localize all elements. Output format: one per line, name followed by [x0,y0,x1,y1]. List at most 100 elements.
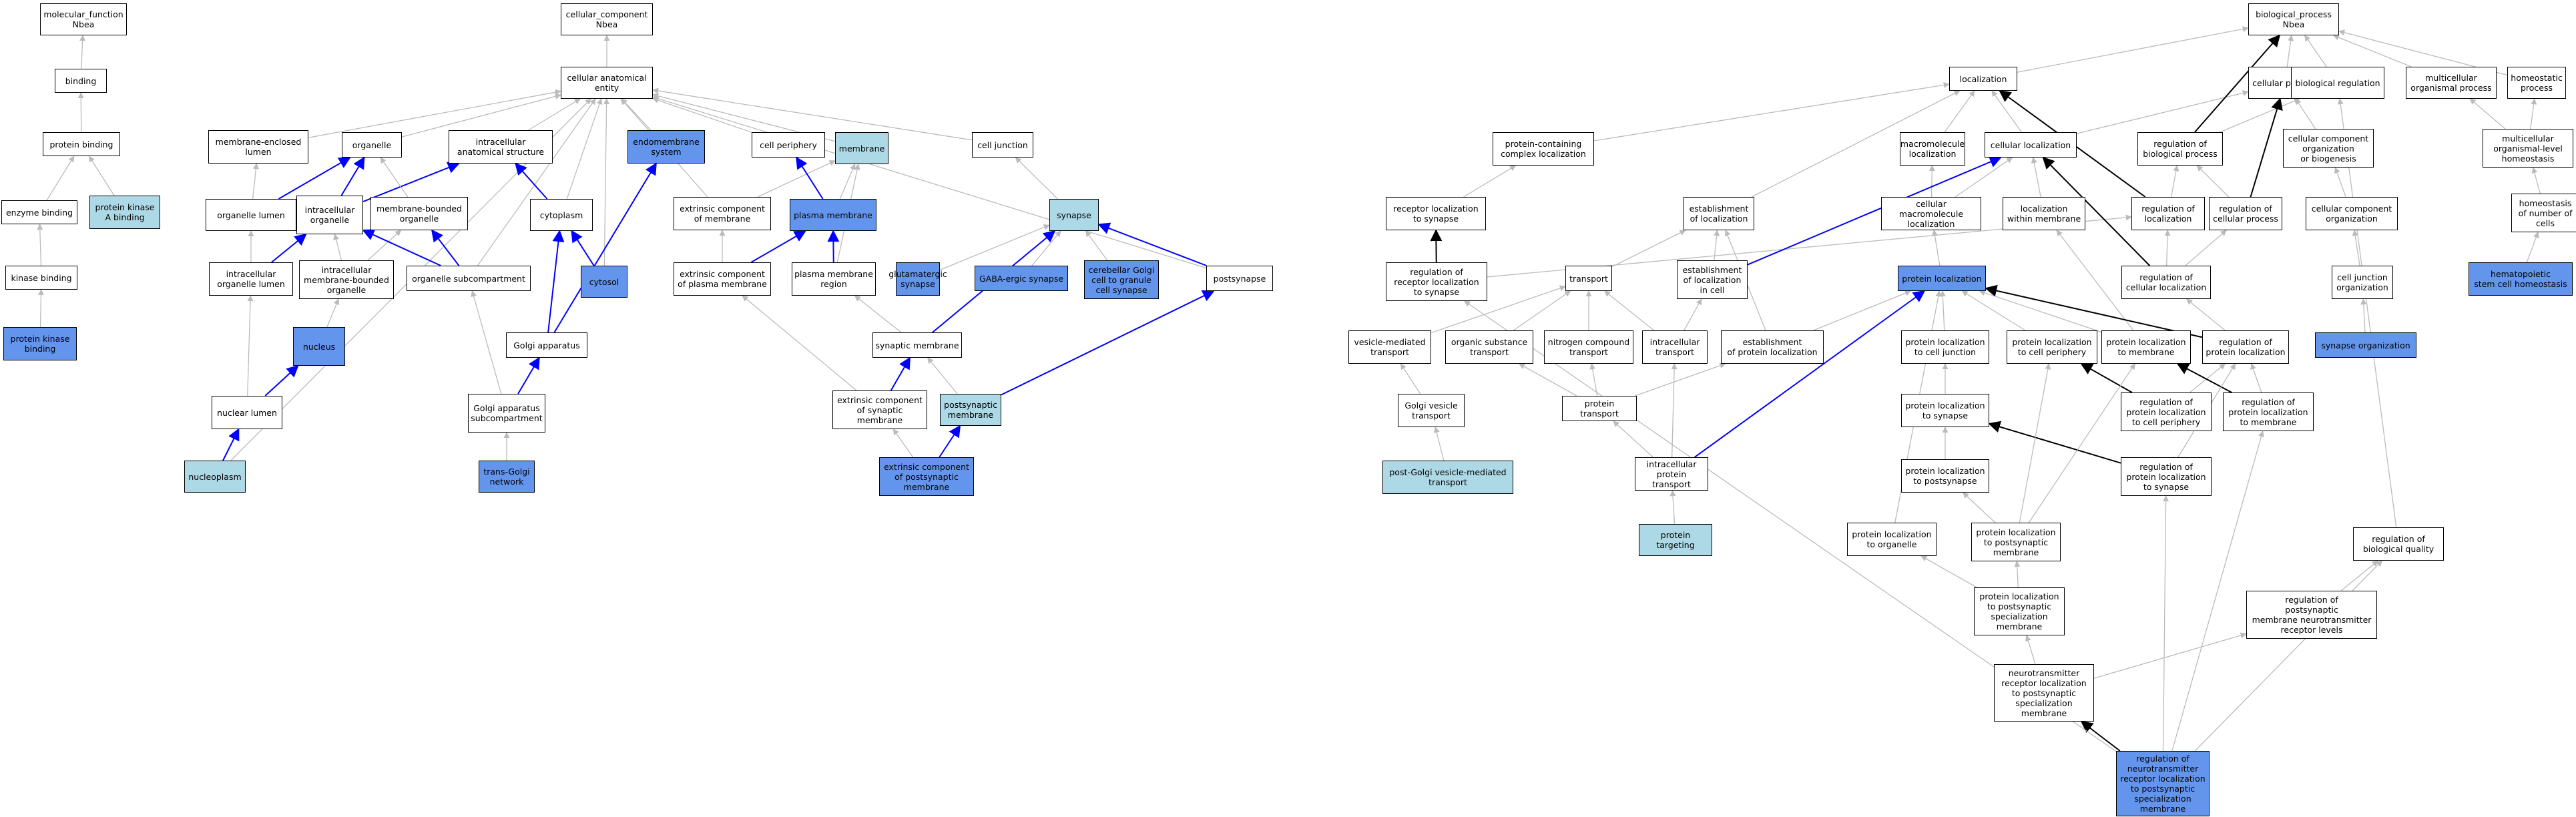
node-endomembrane[interactable]: endomembrane system [627,130,705,164]
node-extrinsic-synaptic[interactable]: extrinsic component of synaptic membrane [832,390,927,429]
node-intracellular-protein-transport[interactable]: intracellular protein transport [1635,457,1708,491]
node-golgi[interactable]: Golgi apparatus [506,332,587,358]
node-cellular-macromolecule-loc[interactable]: cellular macromolecule localization [1881,197,1981,230]
node-ploc-organelle[interactable]: protein localization to organelle [1847,523,1937,556]
node-reg-biological-quality[interactable]: regulation of biological quality [2353,527,2444,561]
node-organelle[interactable]: organelle [342,132,402,158]
node-glutamatergic[interactable]: glutamatergic synapse [888,262,947,296]
edge-reg_localization-to-reg_bio_process [2171,165,2179,198]
node-plasma-membrane[interactable]: plasma membrane [790,199,876,231]
node-pcc-localization[interactable]: protein-containing complex localization [1493,132,1594,166]
node-cell-junction[interactable]: cell junction [972,132,1033,158]
node-membrane[interactable]: membrane [835,132,888,164]
node-golgi-vesicle[interactable]: Golgi vesicle transport [1398,394,1465,427]
node-extrinsic-pm[interactable]: extrinsic component of plasma membrane [674,262,771,296]
node-establishment-localization[interactable]: establishment of localization [1684,197,1754,230]
node-cc[interactable]: cellular_component Nbea [561,3,653,35]
node-gaba[interactable]: GABA-ergic synapse [975,266,1068,291]
node-synapse[interactable]: synapse [1049,199,1099,231]
node-enzyme-binding[interactable]: enzyme binding [1,200,77,224]
node-reg-protein-loc[interactable]: regulation of protein localization [2202,330,2289,364]
node-nitrogen-transport[interactable]: nitrogen compound transport [1544,330,1633,364]
node-cell-periphery[interactable]: cell periphery [752,132,825,158]
node-multicellular-process[interactable]: multicellular organismal process [2406,67,2497,99]
node-imbo[interactable]: intracellular membrane-bounded organelle [299,260,394,299]
node-protein-binding[interactable]: protein binding [43,132,120,156]
node-cellular-localization[interactable]: cellular localization [1985,132,2077,158]
node-reg-ploc-synapse[interactable]: regulation of protein localization to sy… [2121,457,2212,496]
node-protein-localization[interactable]: protein localization [1898,266,1986,291]
node-ploc-membrane[interactable]: protein localization to membrane [2101,330,2191,364]
node-reg-ploc-cell-periphery[interactable]: regulation of protein localization to ce… [2121,392,2212,431]
node-establishment-loc-cell[interactable]: establishment of localization in cell [1677,260,1748,299]
node-vesicle-transport[interactable]: vesicle-mediated transport [1348,330,1431,364]
node-ploc-cell-junction[interactable]: protein localization to cell junction [1901,330,1989,364]
node-nt-receptor-loc[interactable]: neurotransmitter receptor localization t… [1994,664,2094,722]
node-homeostasis-cells[interactable]: homeostasis of number of cells [2511,194,2576,232]
node-cerebellar[interactable]: cerebellar Golgi cell to granule cell sy… [1084,260,1159,299]
node-ias[interactable]: intracellular anatomical structure [449,130,553,164]
node-macromolecule-localization[interactable]: macromolecule localization [1900,132,1965,166]
node-postsynaptic-membrane[interactable]: postsynaptic membrane [940,394,1001,426]
node-intracellular-organelle[interactable]: intracellular organelle [296,196,363,234]
node-membrane-enclosed-lumen[interactable]: membrane-enclosed lumen [208,130,308,164]
node-loc-within-membrane[interactable]: localization within membrane [2003,197,2085,230]
node-homeostatic[interactable]: homeostatic process [2507,67,2566,99]
node-intracellular-transport[interactable]: intracellular transport [1642,330,1708,364]
node-bp[interactable]: biological_process Nbea [2248,3,2339,35]
node-hematopoietic[interactable]: hematopoietic stem cell homeostasis [2469,262,2573,296]
node-ploc-synapse[interactable]: protein localization to synapse [1901,394,1989,427]
node-multicellular-homeostasis[interactable]: multicellular organismal-level homeostas… [2483,129,2573,168]
edge-vesicle_transport-to-transport [1431,285,1566,334]
node-pk-binding[interactable]: protein kinase binding [3,327,77,360]
node-ploc-postsynaptic-membrane[interactable]: protein localization to postsynaptic mem… [1971,523,2061,561]
node-cell-junction-org[interactable]: cell junction organization [2332,266,2393,299]
node-ploc-postsynaptic-spec-membrane[interactable]: protein localization to postsynaptic spe… [1974,587,2065,635]
node-organelle-subcompartment[interactable]: organelle subcompartment [407,266,531,291]
node-cytoplasm[interactable]: cytoplasm [530,199,593,231]
node-synapse-organization[interactable]: synapse organization [2315,332,2416,358]
node-establishment-protein-loc[interactable]: establishment of protein localization [1721,330,1824,364]
node-organic-substance-transport[interactable]: organic substance transport [1445,330,1533,364]
edge-protein_transport-to-establishment_protein_loc [1635,362,1726,396]
node-golgi-sub[interactable]: Golgi apparatus subcompartment [468,394,545,433]
node-reg-postsynaptic-receptor-levels[interactable]: regulation of postsynaptic membrane neur… [2246,591,2377,639]
node-nucleoplasm[interactable]: nucleoplasm [184,461,246,493]
node-protein-transport[interactable]: protein transport [1562,396,1637,421]
node-cytosol[interactable]: cytosol [581,266,627,298]
node-organelle-lumen[interactable]: organelle lumen [206,199,296,231]
node-cae[interactable]: cellular anatomical entity [561,67,653,99]
node-postsynapse[interactable]: postsynapse [1206,266,1273,291]
node-receptor-loc-synapse[interactable]: receptor localization to synapse [1386,197,1486,230]
node-membrane-bounded-organelle[interactable]: membrane-bounded organelle [370,197,468,230]
node-nucleus[interactable]: nucleus [293,327,345,366]
node-reg-receptor-loc[interactable]: regulation of receptor localization to s… [1386,262,1487,301]
node-post-golgi[interactable]: post-Golgi vesicle-mediated transport [1382,461,1513,494]
node-reg-nt-receptor-loc[interactable]: regulation of neurotransmitter receptor … [2116,751,2210,816]
node-nuclear-lumen[interactable]: nuclear lumen [212,396,282,429]
node-reg-cellular-localization[interactable]: regulation of cellular localization [2121,266,2211,299]
node-synaptic-membrane[interactable]: synaptic membrane [872,332,962,358]
node-intracellular-organelle-lumen[interactable]: intracellular organelle lumen [209,262,293,296]
node-reg-ploc-membrane[interactable]: regulation of protein localization to me… [2223,392,2314,431]
node-mf[interactable]: molecular_function Nbea [40,3,127,35]
node-cc-organization[interactable]: cellular component organization [2306,197,2398,230]
node-reg-localization[interactable]: regulation of localization [2131,197,2205,230]
node-pm-region[interactable]: plasma membrane region [792,262,876,296]
node-pka-binding[interactable]: protein kinase A binding [89,196,160,229]
node-reg-cellular-process[interactable]: regulation of cellular process [2209,197,2282,230]
node-biological-regulation[interactable]: biological regulation [2291,67,2384,99]
node-cco-biogenesis[interactable]: cellular component organization or bioge… [2283,129,2374,168]
node-trans-golgi[interactable]: trans-Golgi network [479,461,535,493]
node-ploc-cell-periphery[interactable]: protein localization to cell periphery [2007,330,2097,364]
node-transport[interactable]: transport [1565,266,1612,291]
node-protein-targeting[interactable]: protein targeting [1639,524,1712,556]
node-binding[interactable]: binding [55,69,107,93]
node-extrinsic-postsynaptic[interactable]: extrinsic component of postsynaptic memb… [879,457,974,496]
edge-receptor_loc_synapse-to-pcc_localization [1463,165,1517,198]
node-extrinsic-membrane[interactable]: extrinsic component of membrane [674,197,771,230]
node-kinase-binding[interactable]: kinase binding [5,266,77,290]
node-reg-bio-process[interactable]: regulation of biological process [2137,132,2223,166]
node-localization[interactable]: localization [1949,67,2017,91]
node-ploc-postsynapse[interactable]: protein localization to postsynapse [1901,459,1989,493]
